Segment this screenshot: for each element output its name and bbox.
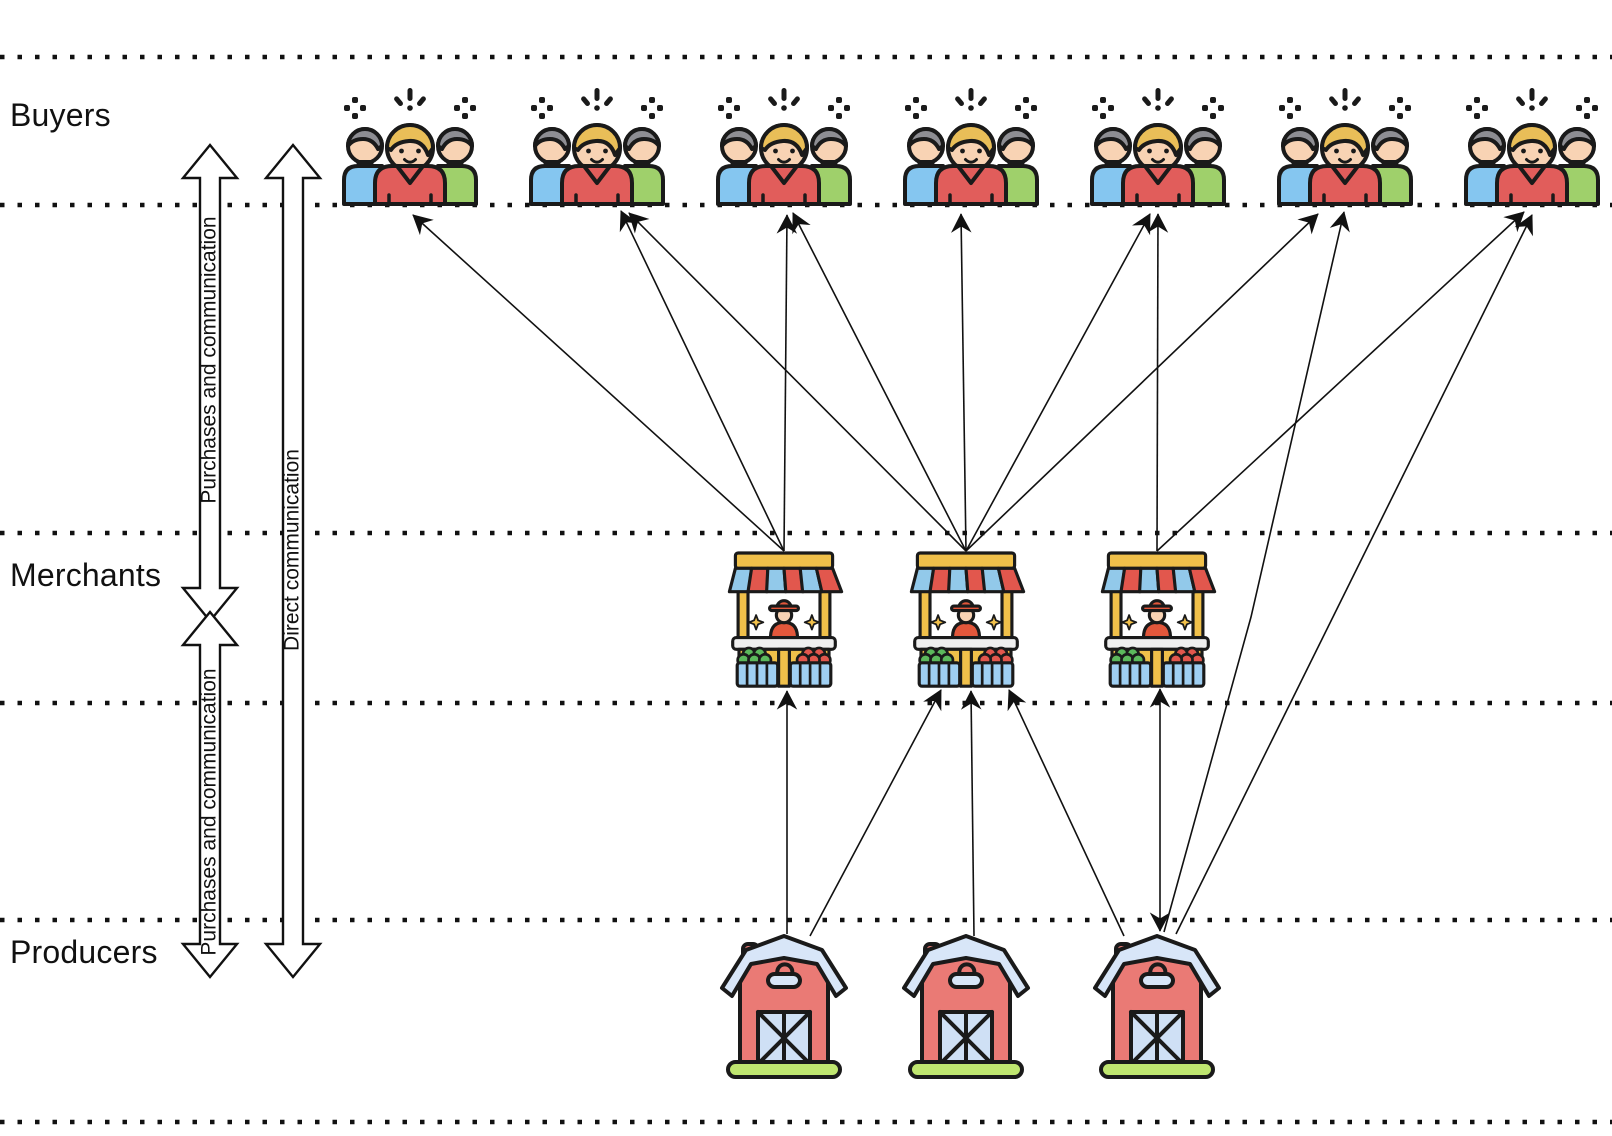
connection-arrow (792, 212, 967, 552)
layer-node-icons (342, 86, 1600, 1079)
market-stall-icon (1100, 551, 1217, 688)
connection-arrow (965, 213, 1319, 552)
flow-arrow-label: Purchases and communication (198, 216, 221, 503)
flow-double-arrow (263, 143, 323, 979)
row-label-buyers: Buyers (10, 97, 111, 133)
flow-double-arrow (180, 610, 240, 979)
people-group-icon (342, 86, 478, 206)
row-label-merchants: Merchants (10, 557, 162, 593)
connection-arrow (412, 214, 785, 552)
row-label-producers: Producers (10, 934, 158, 970)
barn-icon (902, 934, 1030, 1079)
connection-arrow (1156, 211, 1525, 552)
flow-arrow-label: Purchases and communication (198, 668, 221, 955)
people-group-icon (1090, 86, 1226, 206)
people-group-icon (1277, 86, 1413, 206)
connection-arrow (1147, 213, 1169, 552)
barn-icon (720, 934, 848, 1079)
connection-arrow (1175, 214, 1533, 935)
people-group-icon (529, 86, 665, 206)
flow-arrow-label: Direct communication (281, 449, 304, 651)
barn-icon (1093, 934, 1221, 1079)
connection-arrow (809, 689, 942, 937)
connection-arrow (960, 690, 982, 937)
connection-arrow (628, 212, 967, 552)
connection-arrow (619, 210, 785, 552)
people-group-icon (716, 86, 852, 206)
people-group-icon (903, 86, 1039, 206)
connection-arrow (951, 213, 972, 552)
market-stall-icon (727, 551, 844, 688)
connection-arrow (1007, 689, 1125, 937)
connection-arrow (965, 213, 1151, 552)
connection-arrow (1163, 211, 1350, 933)
connection-arrow (776, 214, 798, 552)
market-stall-icon (909, 551, 1026, 688)
people-group-icon (1464, 86, 1600, 206)
layer-connection-arrows (412, 210, 1533, 937)
